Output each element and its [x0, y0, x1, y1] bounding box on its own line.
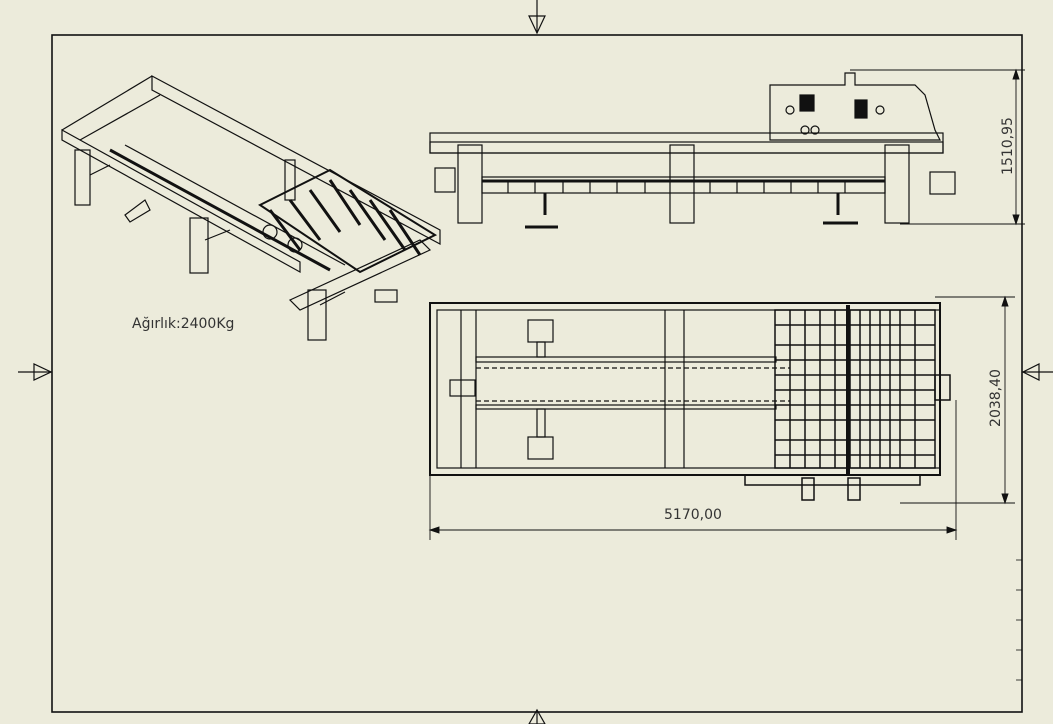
dimension-height-text: 1510,95: [1000, 117, 1016, 175]
centering-mark-bottom: [528, 708, 546, 724]
dimension-length-text: 5170,00: [664, 507, 722, 523]
sheet-border: [51, 34, 1023, 713]
dimension-height: [850, 68, 1025, 226]
top-view: [429, 302, 951, 501]
weight-label: Ağırlık:2400Kg: [132, 316, 235, 332]
dimension-length: [428, 400, 958, 540]
dimension-width-text: 2038,40: [988, 369, 1004, 427]
zone-ticks: [1016, 559, 1022, 681]
dimension-width: [900, 295, 1015, 505]
side-view: [429, 72, 956, 229]
centering-mark-left: [18, 363, 53, 381]
isometric-view: [61, 74, 441, 341]
centering-mark-right: [1021, 363, 1053, 381]
centering-mark-top: [528, 0, 546, 35]
